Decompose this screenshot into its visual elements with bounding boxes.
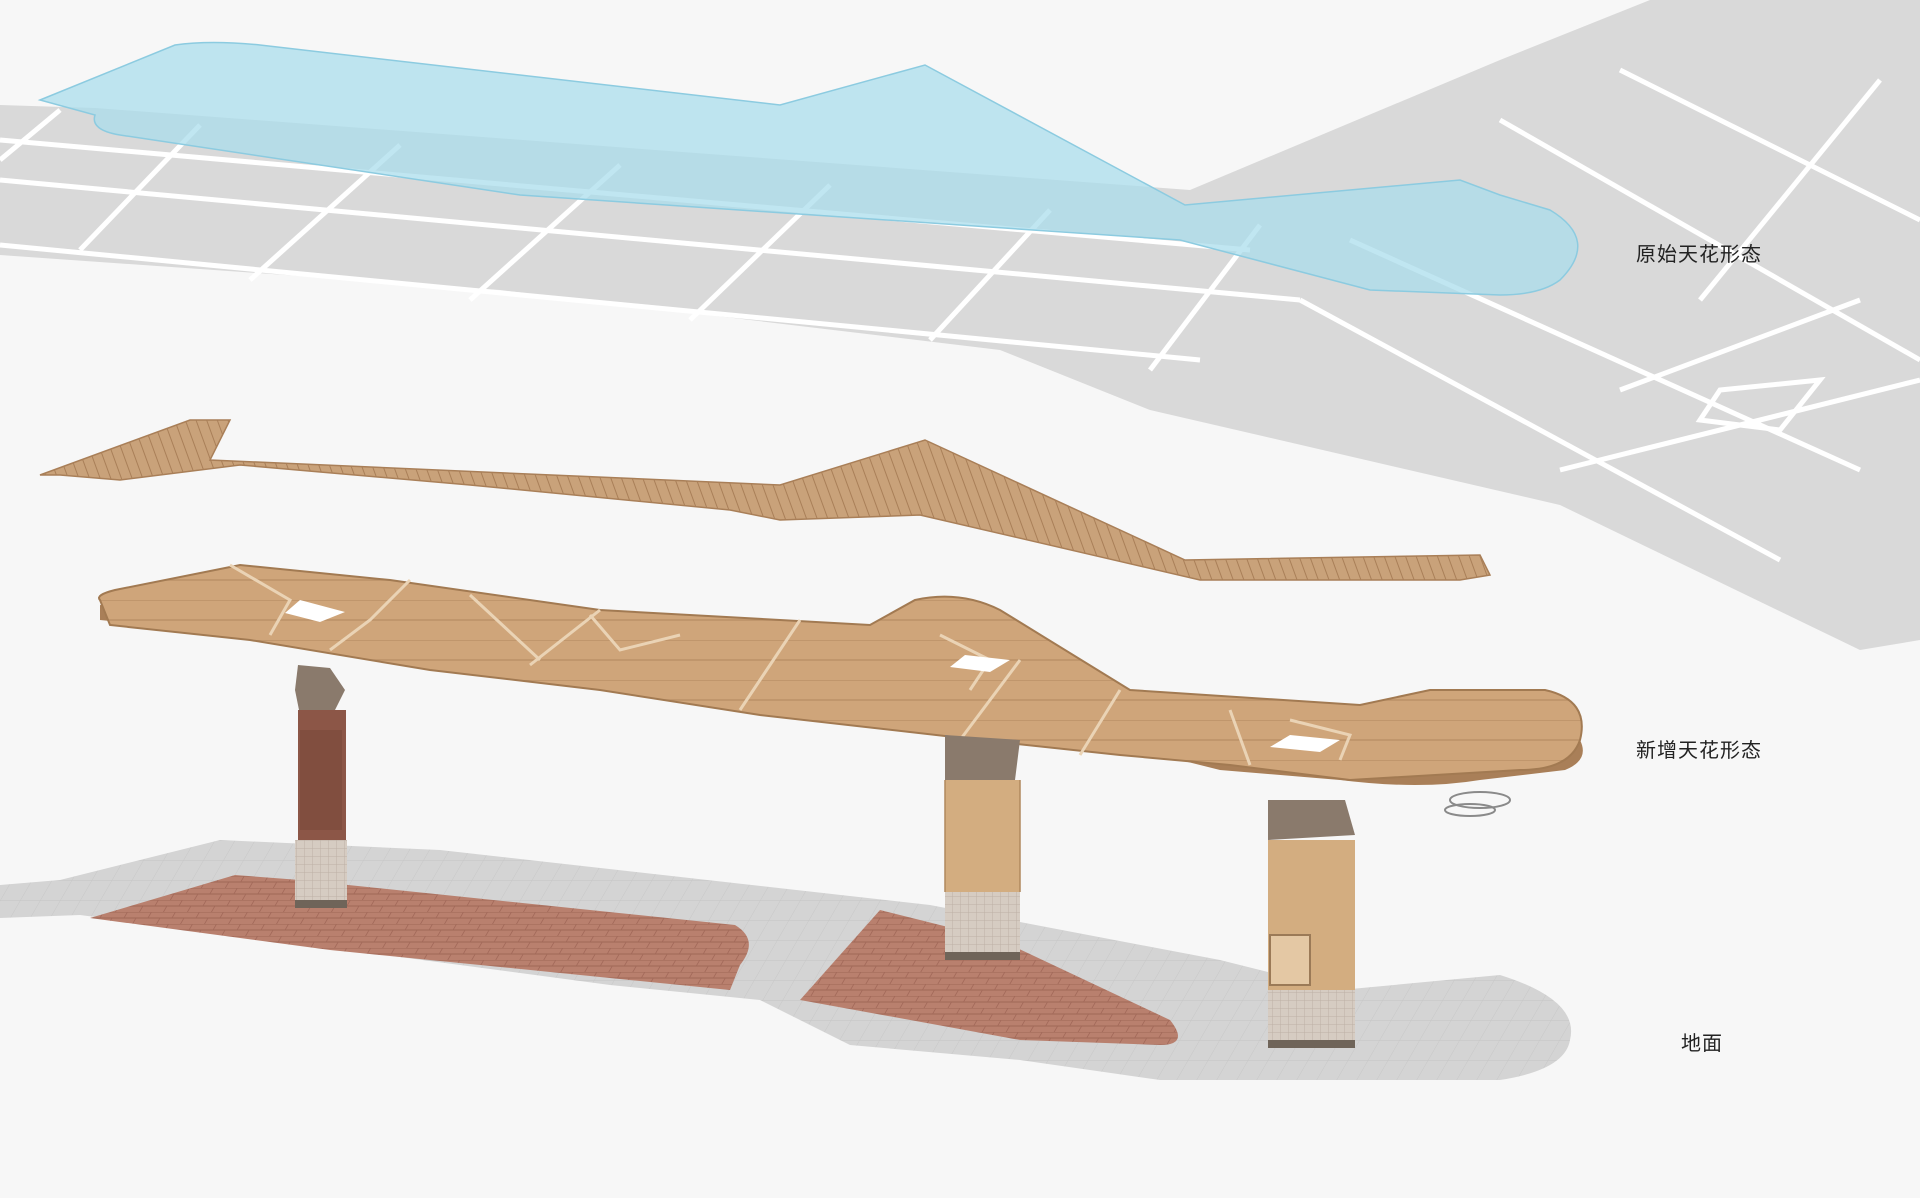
original-ceiling-glass-shape <box>37 41 1579 296</box>
panel-seams <box>229 563 1353 766</box>
ceiling-openings <box>285 600 1340 752</box>
original-ceiling-layer <box>0 0 1920 650</box>
new-ceiling-layer <box>98 563 1583 817</box>
brick-paving-right <box>800 910 1178 1045</box>
label-ground: 地面 <box>1681 1031 1723 1055</box>
opening-1 <box>285 600 345 622</box>
new-ceiling-panels <box>98 563 1583 782</box>
opening-3 <box>1270 735 1340 752</box>
column-wood-right <box>1268 800 1355 1048</box>
column-wood-center <box>944 735 1021 960</box>
brick-paving-left <box>90 875 749 990</box>
pendant-fixture <box>1444 791 1511 817</box>
label-new-ceiling: 新增天花形态 <box>1636 738 1762 762</box>
column-mural-left <box>295 665 347 908</box>
pillar-icon <box>295 665 345 715</box>
wood-strip-layer <box>39 419 1492 581</box>
opening-2 <box>950 655 1010 672</box>
ground-layer <box>0 840 1572 1080</box>
wood-stripe-layer-icon <box>39 419 1492 581</box>
label-original-ceiling: 原始天花形态 <box>1636 242 1762 266</box>
